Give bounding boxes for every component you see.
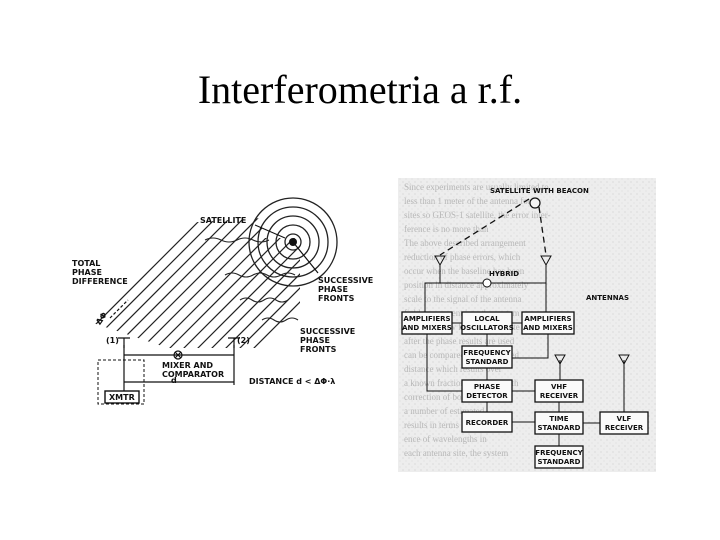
left-interferometry-diagram: SATELLITE TOTAL PHASE DIFFERENCE ΔΦ SUCC…	[72, 197, 373, 405]
satellite-circles	[248, 197, 338, 287]
label-fronts-top-1: SUCCESSIVE	[318, 276, 373, 285]
label-freq-bot-1: FREQUENCY	[535, 449, 583, 457]
xmtr-dashed-box	[97, 359, 145, 405]
svg-text:distance which results over: distance which results over	[404, 364, 502, 374]
label-antenna-2: (2)	[237, 336, 250, 345]
slide-title: Interferometria a r.f.	[197, 67, 523, 112]
label-vlf-2: RECEIVER	[605, 424, 644, 432]
svg-text:after the phase results are us: after the phase results are used	[404, 336, 515, 346]
svg-text:sites so GEOS-1 satellite, the: sites so GEOS-1 satellite, the error int…	[404, 210, 551, 220]
svg-text:less than 1 meter of the anten: less than 1 meter of the antenna for	[404, 196, 531, 206]
label-fronts-top-3: FRONTS	[318, 294, 355, 303]
label-fronts-bot-3: FRONTS	[300, 345, 337, 354]
svg-text:scale to the signal of the ant: scale to the signal of the antenna	[404, 294, 521, 304]
label-satellite-beacon: SATELLITE WITH BEACON	[490, 187, 589, 195]
svg-text:The above described arrangemen: The above described arrangement	[404, 238, 526, 248]
label-antenna-1: (1)	[106, 336, 119, 345]
label-freq-bot-2: STANDARD	[538, 458, 581, 466]
phase-front-hatch	[90, 218, 300, 348]
label-hybrid: HYBRID	[489, 270, 519, 278]
antenna-right-icon	[540, 255, 552, 267]
label-vlf-1: VLF	[617, 415, 632, 423]
label-phase-det-1: PHASE	[474, 383, 500, 391]
label-fronts-top-2: PHASE	[318, 285, 348, 294]
label-xmtr: XMTR	[109, 393, 135, 402]
label-difference: DIFFERENCE	[72, 277, 128, 286]
vlf-antenna-icon	[618, 354, 630, 366]
baseline	[109, 299, 240, 395]
label-phase: PHASE	[72, 268, 102, 277]
label-mixer-2: COMPARATOR	[162, 370, 224, 379]
antenna-left-icon	[434, 255, 446, 267]
label-recorder: RECORDER	[466, 419, 509, 427]
label-antennas: ANTENNAS	[586, 294, 629, 302]
label-mixer-1: MIXER AND	[162, 361, 213, 370]
svg-text:position in distance approxima: position in distance approximately	[404, 280, 529, 290]
svg-text:Since experiments are usually: Since experiments are usually limited to	[404, 182, 549, 192]
svg-text:reduction of phase errors, whi: reduction of phase errors, which	[404, 252, 521, 262]
label-fronts-bot-2: PHASE	[300, 336, 330, 345]
label-local-2: OSCILLATORS	[460, 324, 514, 332]
label-local-1: LOCAL	[474, 315, 500, 323]
right-block-diagram: Since experiments are usually limited to…	[398, 178, 656, 472]
label-amp-left-2: AND MIXERS	[402, 324, 452, 332]
label-phase-det-2: DETECTOR	[466, 392, 508, 400]
label-freq-top-1: FREQUENCY	[463, 349, 511, 357]
label-vhf-1: VHF	[551, 383, 567, 391]
svg-text:a number of estimated: a number of estimated	[404, 406, 485, 416]
xmtr-box	[104, 390, 140, 404]
label-total: TOTAL	[72, 259, 100, 268]
svg-text:each antenna site, the system: each antenna site, the system	[404, 448, 508, 458]
label-freq-top-2: STANDARD	[466, 358, 509, 366]
label-amp-right-2: AND MIXERS	[523, 324, 573, 332]
svg-text:results in terms of differ-: results in terms of differ-	[404, 420, 494, 430]
label-d: d	[171, 376, 177, 385]
label-amp-right-1: AMPLIFIERS	[524, 315, 571, 323]
svg-text:occur when the baseline has be: occur when the baseline has been	[404, 266, 525, 276]
label-time-1: TIME	[549, 415, 568, 423]
svg-text:ence of wavelengths in: ence of wavelengths in	[404, 434, 487, 444]
beacon-satellite-icon	[529, 197, 541, 209]
label-fronts-bot-1: SUCCESSIVE	[300, 327, 355, 336]
svg-text:correction of both phase: correction of both phase	[404, 392, 491, 402]
svg-text:ference is no more than: ference is no more than	[404, 224, 489, 234]
label-amp-left-1: AMPLIFIERS	[403, 315, 450, 323]
label-vhf-2: RECEIVER	[540, 392, 579, 400]
vhf-antenna-icon	[554, 354, 566, 366]
label-satellite: SATELLITE	[200, 216, 246, 225]
label-distance: DISTANCE d < ΔΦ·λ	[249, 377, 335, 386]
label-time-2: STANDARD	[538, 424, 581, 432]
hybrid-node	[482, 278, 492, 288]
